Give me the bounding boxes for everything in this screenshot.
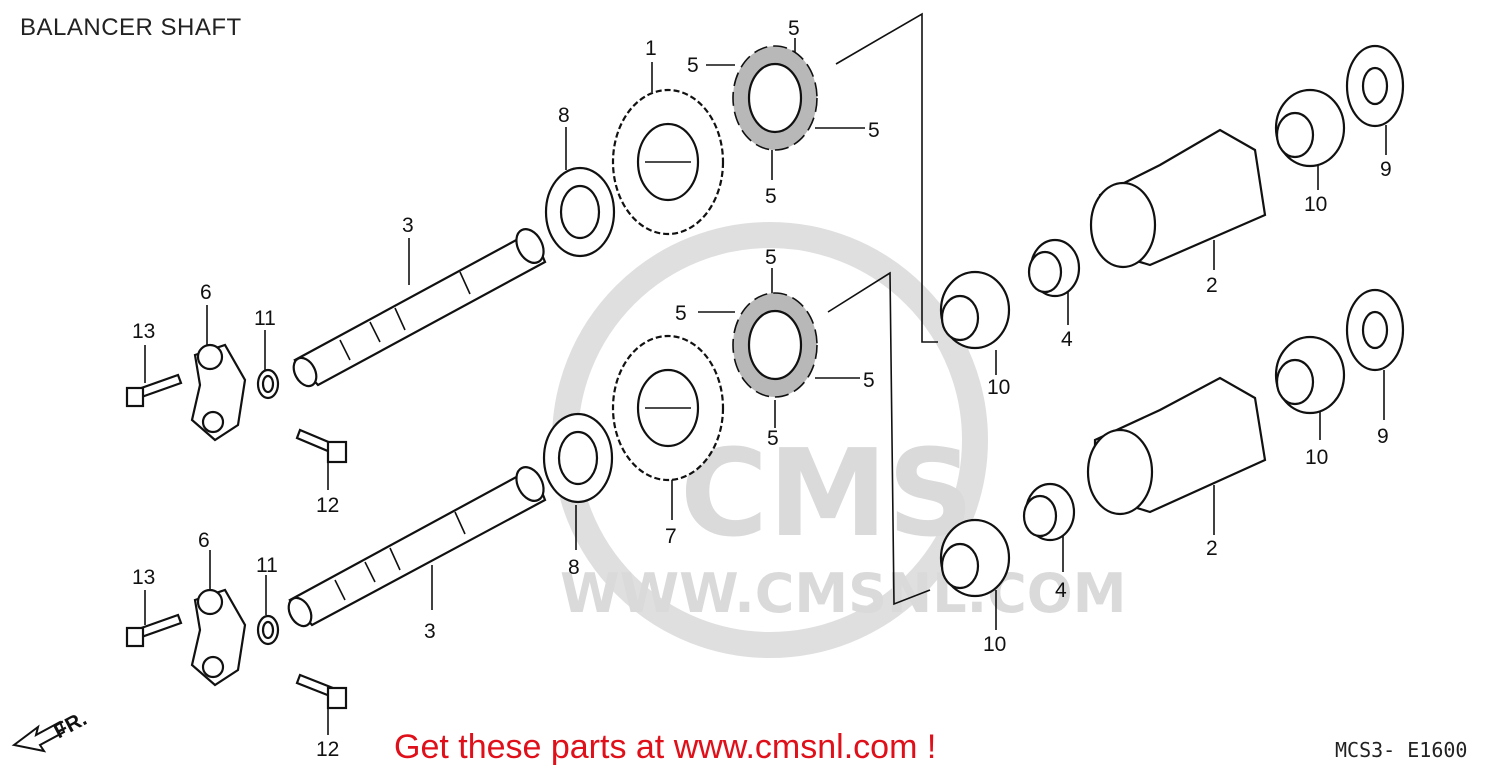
thrust-washer-lower — [1345, 288, 1405, 372]
collar-upper — [1027, 238, 1081, 298]
callout-8-lower: 8 — [568, 556, 580, 579]
callout-11-upper: 11 — [254, 307, 276, 330]
callout-5-b: 5 — [687, 54, 699, 77]
damper-rubber-upper — [732, 45, 818, 151]
callout-4-lower: 4 — [1055, 579, 1067, 602]
bolt-12-lower — [295, 673, 348, 710]
callout-11-lower: 11 — [256, 554, 278, 577]
parts-store-link[interactable]: Get these parts at www.cmsnl.com ! — [394, 728, 937, 766]
balancer-shaft-lower — [287, 466, 547, 628]
callout-3-lower: 3 — [424, 620, 436, 643]
collar-lower — [1022, 482, 1076, 542]
bolt-13-lower — [125, 613, 183, 648]
callout-10-c: 10 — [1305, 446, 1328, 469]
needle-bearing-left-lower — [939, 518, 1011, 598]
callout-labels: 1 2 2 3 3 4 4 5 5 5 5 5 5 5 5 6 6 7 8 8 … — [132, 17, 1392, 761]
callout-5-a: 5 — [788, 17, 800, 40]
balancer-holder-lower — [1086, 376, 1267, 516]
balancer-holder-upper — [1089, 128, 1267, 269]
callout-12-upper: 12 — [316, 494, 339, 517]
diagram-code: MCS3- E1600 — [1335, 738, 1468, 762]
watermark-brand: CMS — [680, 425, 974, 564]
callout-5-e: 5 — [765, 246, 777, 269]
callout-7: 7 — [665, 525, 677, 548]
callout-9-lower: 9 — [1377, 425, 1389, 448]
callout-12-lower: 12 — [316, 738, 339, 761]
callout-5-c: 5 — [868, 119, 880, 142]
needle-bearing-left-upper — [939, 270, 1011, 350]
balancer-arm-lower — [190, 588, 247, 687]
bolt-12-upper — [295, 428, 348, 464]
leader-lines — [144, 12, 1387, 735]
callout-6-upper: 6 — [200, 281, 212, 304]
callout-5-d: 5 — [765, 185, 777, 208]
spacer-lower — [542, 412, 614, 504]
needle-bearing-right-lower — [1274, 335, 1346, 415]
diagram-title: BALANCER SHAFT — [20, 14, 242, 41]
callout-5-f: 5 — [675, 302, 687, 325]
callout-8-upper: 8 — [558, 104, 570, 127]
callout-5-g: 5 — [863, 369, 875, 392]
callout-3-upper: 3 — [402, 214, 414, 237]
callout-10-d: 10 — [983, 633, 1006, 656]
thrust-washer-upper — [1345, 44, 1405, 128]
balancer-shaft-upper — [292, 228, 547, 388]
washer-11-upper — [256, 368, 280, 400]
callout-13-upper: 13 — [132, 320, 155, 343]
callout-6-lower: 6 — [198, 529, 210, 552]
spacer-upper — [544, 166, 616, 258]
callout-5-h: 5 — [767, 427, 779, 450]
callout-10-b: 10 — [987, 376, 1010, 399]
damper-rubber-lower — [732, 292, 818, 398]
fr-label: FR. — [50, 707, 91, 743]
callout-2-upper: 2 — [1206, 274, 1218, 297]
washer-11-lower — [256, 614, 280, 646]
callout-13-lower: 13 — [132, 566, 155, 589]
driven-gear-lower — [611, 334, 725, 482]
callout-1: 1 — [645, 37, 657, 60]
callout-2-lower: 2 — [1206, 537, 1218, 560]
needle-bearing-right-upper — [1274, 88, 1346, 168]
callout-4-upper: 4 — [1061, 328, 1073, 351]
callout-9-upper: 9 — [1380, 158, 1392, 181]
watermark-url: WWW.CMSNL.COM — [560, 562, 1126, 625]
callout-10-a: 10 — [1304, 193, 1327, 216]
drive-gear-upper — [611, 88, 725, 236]
balancer-arm-upper — [190, 343, 247, 442]
bolt-13-upper — [125, 373, 183, 408]
front-direction-arrow: FR. — [11, 707, 91, 753]
